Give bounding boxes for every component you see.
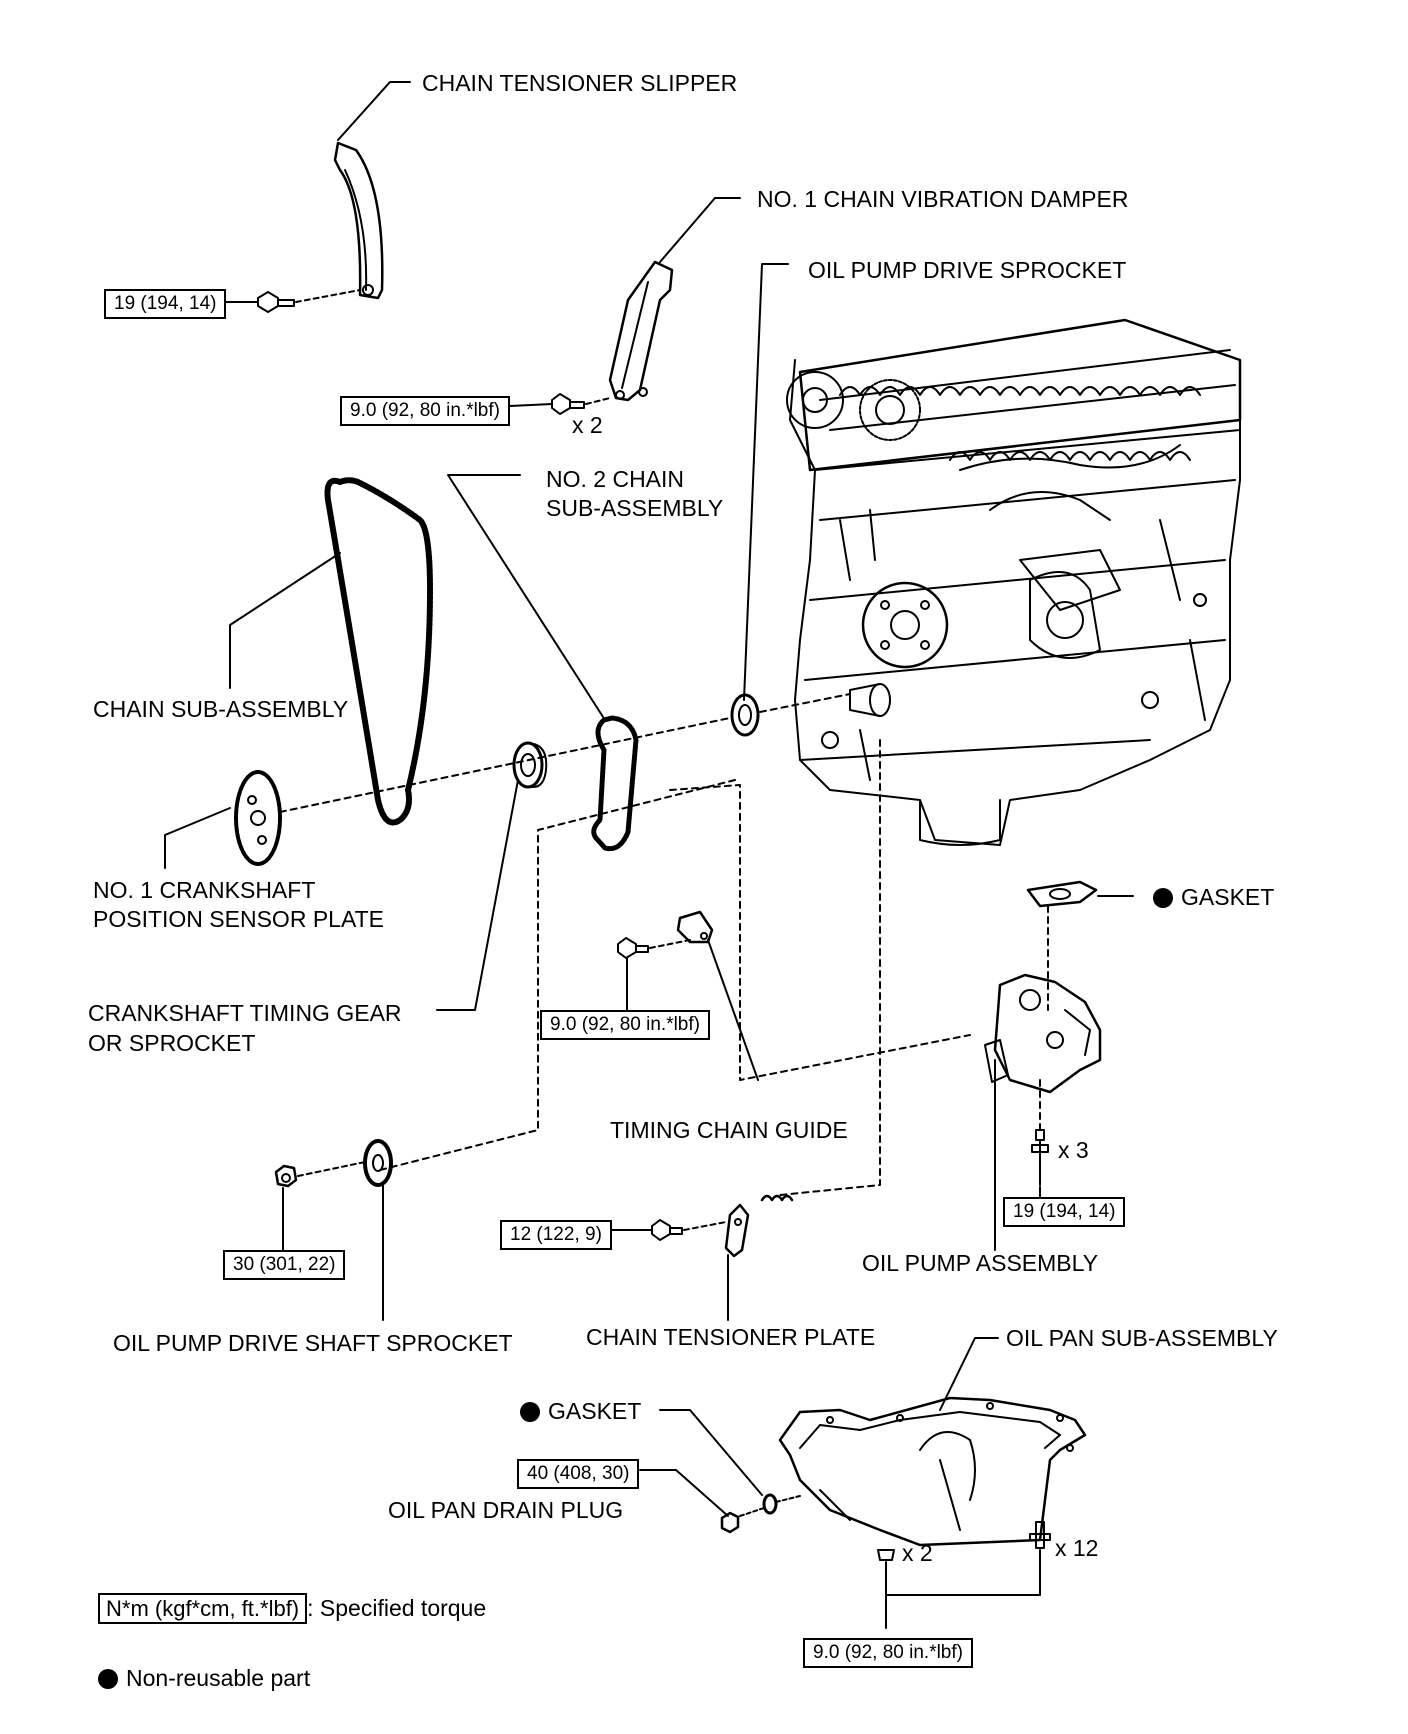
damper-dash [585,397,611,405]
torque-shaft-sprocket-nut: 30 (301, 22) [223,1250,346,1280]
torque-tensioner-plate-bolt: 12 (122, 9) [500,1220,612,1250]
pan-bolt-drawing [1029,1521,1051,1549]
label-chain-tensioner-plate: CHAIN TENSIONER PLATE [586,1324,876,1350]
torque-slipper-bolt: 19 (194, 14) [104,289,227,319]
pan-bolts-bracket [885,1549,1041,1596]
tensioner-bolt-drawing [651,1219,683,1241]
non-reusable-dot-icon [1153,888,1173,908]
drain-dash-2 [775,1495,801,1503]
crank-gear-leader [436,779,519,1011]
gasket-top-text: GASKET [1181,884,1275,910]
label-oil-pan-sub-assembly: OIL PAN SUB-ASSEMBLY [1006,1325,1278,1351]
drain-dash [739,1507,765,1517]
legend-torque: N*m (kgf*cm, ft.*lbf): Specified torque [98,1593,487,1624]
torque-drain-plug: 40 (408, 30) [517,1459,640,1489]
tensioner-spring-drawing [760,1194,794,1202]
pump-gasket-drawing [1026,880,1098,908]
shaft-sprocket-nut-drawing [274,1164,298,1188]
chain-sub-assembly-drawing [324,477,433,826]
label-no2-chain-line2: SUB-ASSEMBLY [546,495,724,521]
pump-bolt-drawing [1031,1129,1049,1186]
shaft-sprocket-path-dash [379,779,736,1171]
drain-plug-leader [639,1469,729,1517]
non-reusable-dot-icon [520,1402,540,1422]
label-crank-gear-line1: CRANKSHAFT TIMING GEAR [88,1000,402,1026]
no2-chain-leader [447,474,606,721]
guide-path-dash [669,784,971,1081]
guide-bolt-drawing [617,937,649,959]
legend-torque-box: N*m (kgf*cm, ft.*lbf) [98,1593,308,1624]
label-oil-pump-assembly: OIL PUMP ASSEMBLY [862,1250,1099,1276]
torque-pump-bolt: 19 (194, 14) [1003,1197,1126,1227]
mult-pump: x 3 [1058,1137,1089,1163]
label-gasket-bottom: GASKET [520,1398,641,1425]
slipper-bolt-drawing [257,291,295,313]
oil-pump-assembly-drawing [984,973,1102,1094]
label-oil-pump-drive-shaft-sprocket: OIL PUMP DRIVE SHAFT SPROCKET [113,1330,513,1356]
label-no2-chain-line1: NO. 2 CHAIN [546,466,685,492]
nut-dash [297,1161,366,1177]
no2-chain-drawing [591,715,639,852]
label-crank-sensor-line1: NO. 1 CRANKSHAFT [93,877,316,903]
crank-sensor-leader [164,807,231,869]
mult-damper: x 2 [572,412,603,438]
slipper-dash [295,289,361,303]
vibration-damper-drawing [608,260,674,402]
legend-non-reusable-text: Non-reusable part [126,1665,311,1691]
label-oil-pump-drive-sprocket: OIL PUMP DRIVE SPROCKET [808,257,1127,283]
timing-chain-guide-drawing [676,910,714,944]
guide-leader [707,939,759,1081]
damper-torque-leader [509,403,553,407]
oil-pan-drawing [778,1396,1087,1547]
guide-dash [649,939,691,949]
chain-tensioner-plate-drawing [724,1203,750,1258]
damper-bolt-drawing [551,393,585,415]
torque-guide-bolt: 9.0 (92, 80 in.*lbf) [540,1010,710,1040]
non-reusable-dot-icon [98,1669,118,1689]
label-chain-sub-assembly: CHAIN SUB-ASSEMBLY [93,696,349,722]
drain-gasket-drawing [762,1493,778,1515]
engine-block-drawing [786,318,1242,846]
oil-pump-drive-sprocket-drawing [730,693,760,737]
legend-non-reusable: Non-reusable part [98,1665,310,1692]
label-oil-pan-drain-plug: OIL PAN DRAIN PLUG [388,1497,624,1523]
label-crank-gear-line2: OR SPROCKET [88,1030,256,1056]
torque-oil-pan-bolts: 9.0 (92, 80 in.*lbf) [803,1638,973,1668]
label-gasket-top: GASKET [1153,884,1274,911]
label-timing-chain-guide: TIMING CHAIN GUIDE [610,1117,848,1143]
drain-plug-drawing [720,1511,740,1534]
tensioner-path-dash [779,739,881,1196]
pan-nut-drawing [877,1549,895,1561]
oil-pan-leader [939,1337,999,1411]
chain-sub-assembly-leader [229,552,341,689]
label-chain-tensioner-slipper: CHAIN TENSIONER SLIPPER [422,70,738,96]
chain-tensioner-slipper-drawing [333,141,384,300]
slipper-leader [337,81,411,141]
mult-pan-nuts: x 2 [902,1540,933,1566]
label-no1-chain-vibration-damper: NO. 1 CHAIN VIBRATION DAMPER [757,186,1129,212]
gasket-bottom-text: GASKET [548,1398,642,1424]
mult-pan-bolts: x 12 [1055,1535,1099,1561]
shaft-sprocket-drawing [363,1139,393,1187]
damper-leader [659,197,741,263]
drive-sprocket-leader [743,263,789,701]
drain-gasket-leader [659,1409,763,1496]
crankshaft-timing-gear-drawing [512,741,548,789]
legend-torque-text: : Specified torque [307,1595,487,1621]
torque-damper-bolt: 9.0 (92, 80 in.*lbf) [340,396,510,426]
crank-sensor-plate-drawing [234,770,282,866]
crank-axis-line-2 [759,693,851,713]
tensioner-dash [683,1221,727,1231]
label-crank-sensor-line2: POSITION SENSOR PLATE [93,906,384,932]
crank-axis-line [279,717,731,813]
